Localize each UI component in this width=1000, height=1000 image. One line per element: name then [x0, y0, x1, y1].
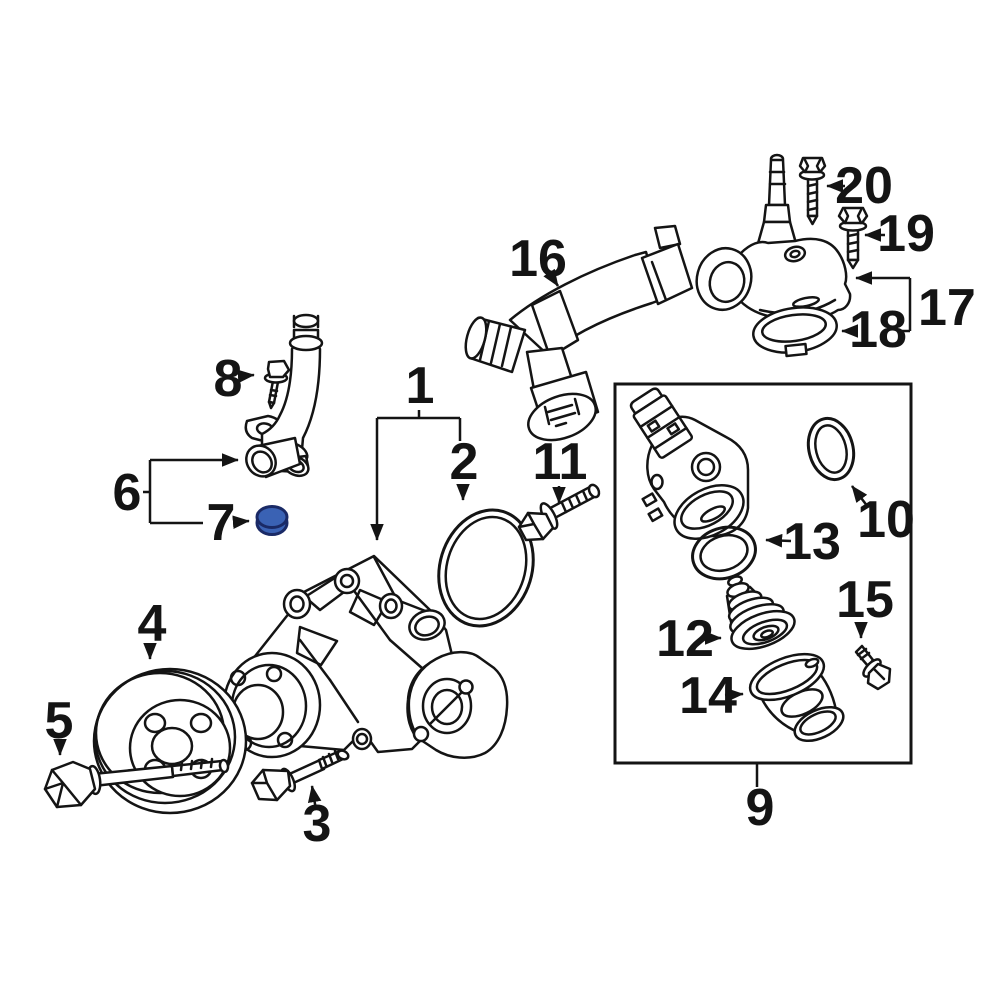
callout-18: 18	[849, 301, 907, 359]
callout-14: 14	[679, 667, 737, 725]
callout-12: 12	[656, 610, 714, 668]
thermostat-housing-cap-illustration	[629, 387, 750, 540]
seal-7-highlighted-illustration	[255, 505, 289, 536]
callout-8: 8	[214, 350, 243, 408]
callout-4: 4	[138, 595, 167, 653]
callout-15: 15	[836, 571, 894, 629]
gasket-2-illustration	[437, 508, 535, 628]
bolt-8-illustration	[263, 359, 291, 410]
callout-6: 6	[113, 464, 142, 522]
water-pump-illustration	[222, 554, 509, 759]
pulley-illustration	[92, 667, 248, 815]
callout-9: 9	[746, 779, 775, 837]
callout-16: 16	[509, 230, 567, 288]
callout-13: 13	[783, 513, 841, 571]
bolt-11-illustration	[517, 483, 601, 542]
callout-3: 3	[303, 795, 332, 853]
callout-2: 2	[450, 433, 479, 491]
bolt-20-illustration	[798, 156, 827, 226]
callout-7: 7	[207, 494, 236, 552]
gasket-18-illustration	[752, 306, 838, 358]
outlet-housing-illustration	[695, 153, 852, 322]
callout-20: 20	[835, 157, 893, 215]
callout-19: 19	[877, 205, 935, 263]
callout-5: 5	[45, 692, 74, 750]
callout-labels: 1 2 3 4 5 6 7 8 9 10 11 12 13 14 15 16 1…	[45, 157, 976, 853]
bolt-19-illustration	[837, 206, 869, 270]
bypass-tube-illustration	[244, 313, 324, 479]
oring-10-illustration	[806, 416, 856, 482]
callout-10: 10	[857, 491, 915, 549]
water-outlet-illustration	[748, 652, 845, 743]
callout-1: 1	[406, 357, 435, 415]
callout-17: 17	[918, 279, 976, 337]
callout-lines	[53, 179, 912, 811]
thermostat-illustration	[725, 575, 796, 651]
bolt-5-illustration	[43, 757, 230, 809]
callout-11: 11	[533, 433, 588, 491]
bolt-3-illustration	[250, 749, 350, 802]
bolt-15-illustration	[854, 644, 892, 691]
upper-hose-illustration	[464, 224, 694, 442]
